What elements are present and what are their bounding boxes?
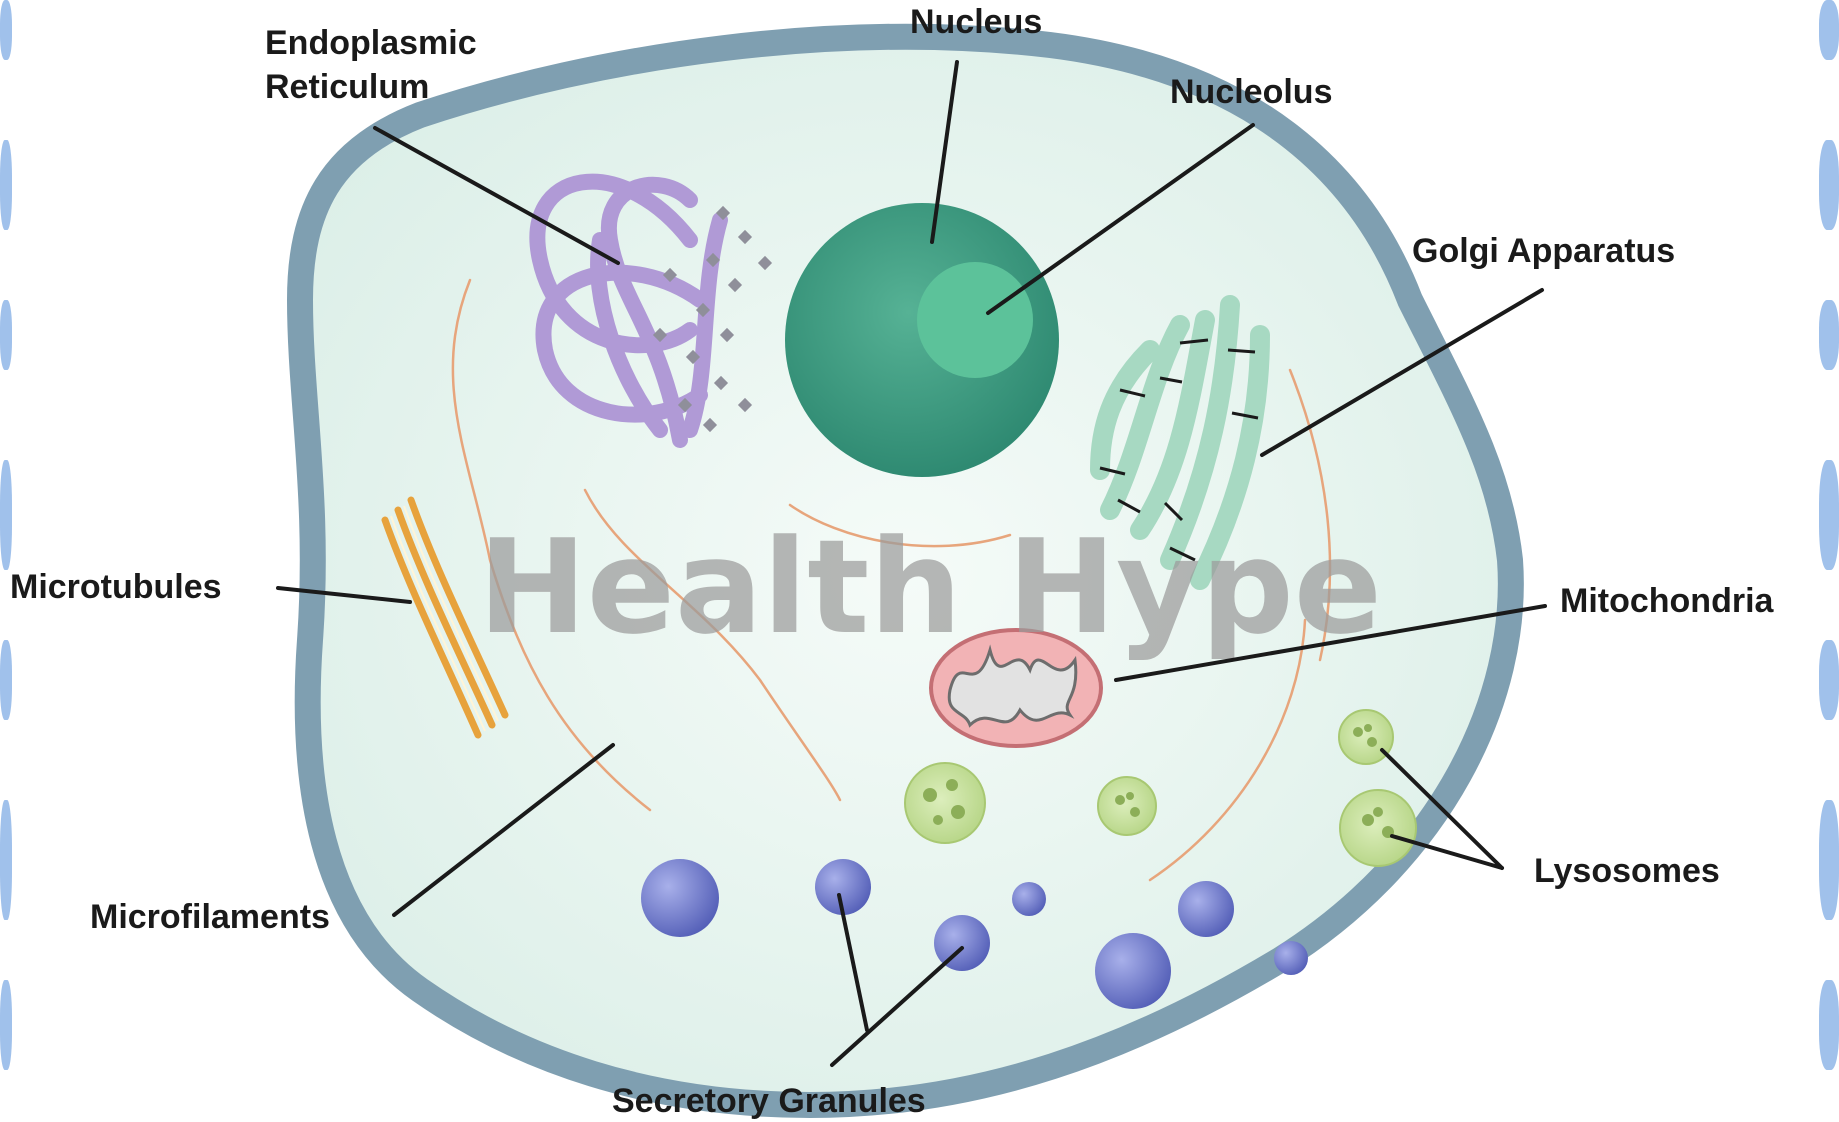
label-mitochondria: Mitochondria: [1560, 582, 1775, 620]
label-nucleus: Nucleus: [910, 3, 1042, 41]
label-endoplasmic-line2: Reticulum: [265, 68, 429, 106]
label-endoplasmic-line1: Endoplasmic: [265, 24, 477, 62]
label-microtubules: Microtubules: [10, 568, 222, 606]
label-secretory-granules: Secretory Granules: [612, 1082, 926, 1120]
label-lysosomes: Lysosomes: [1534, 852, 1720, 890]
label-nucleolus: Nucleolus: [1170, 73, 1332, 111]
label-golgi-apparatus: Golgi Apparatus: [1412, 232, 1675, 270]
label-microfilaments: Microfilaments: [90, 898, 330, 936]
nucleolus-shape: [917, 262, 1033, 378]
watermark: Health Hype: [478, 511, 1382, 663]
